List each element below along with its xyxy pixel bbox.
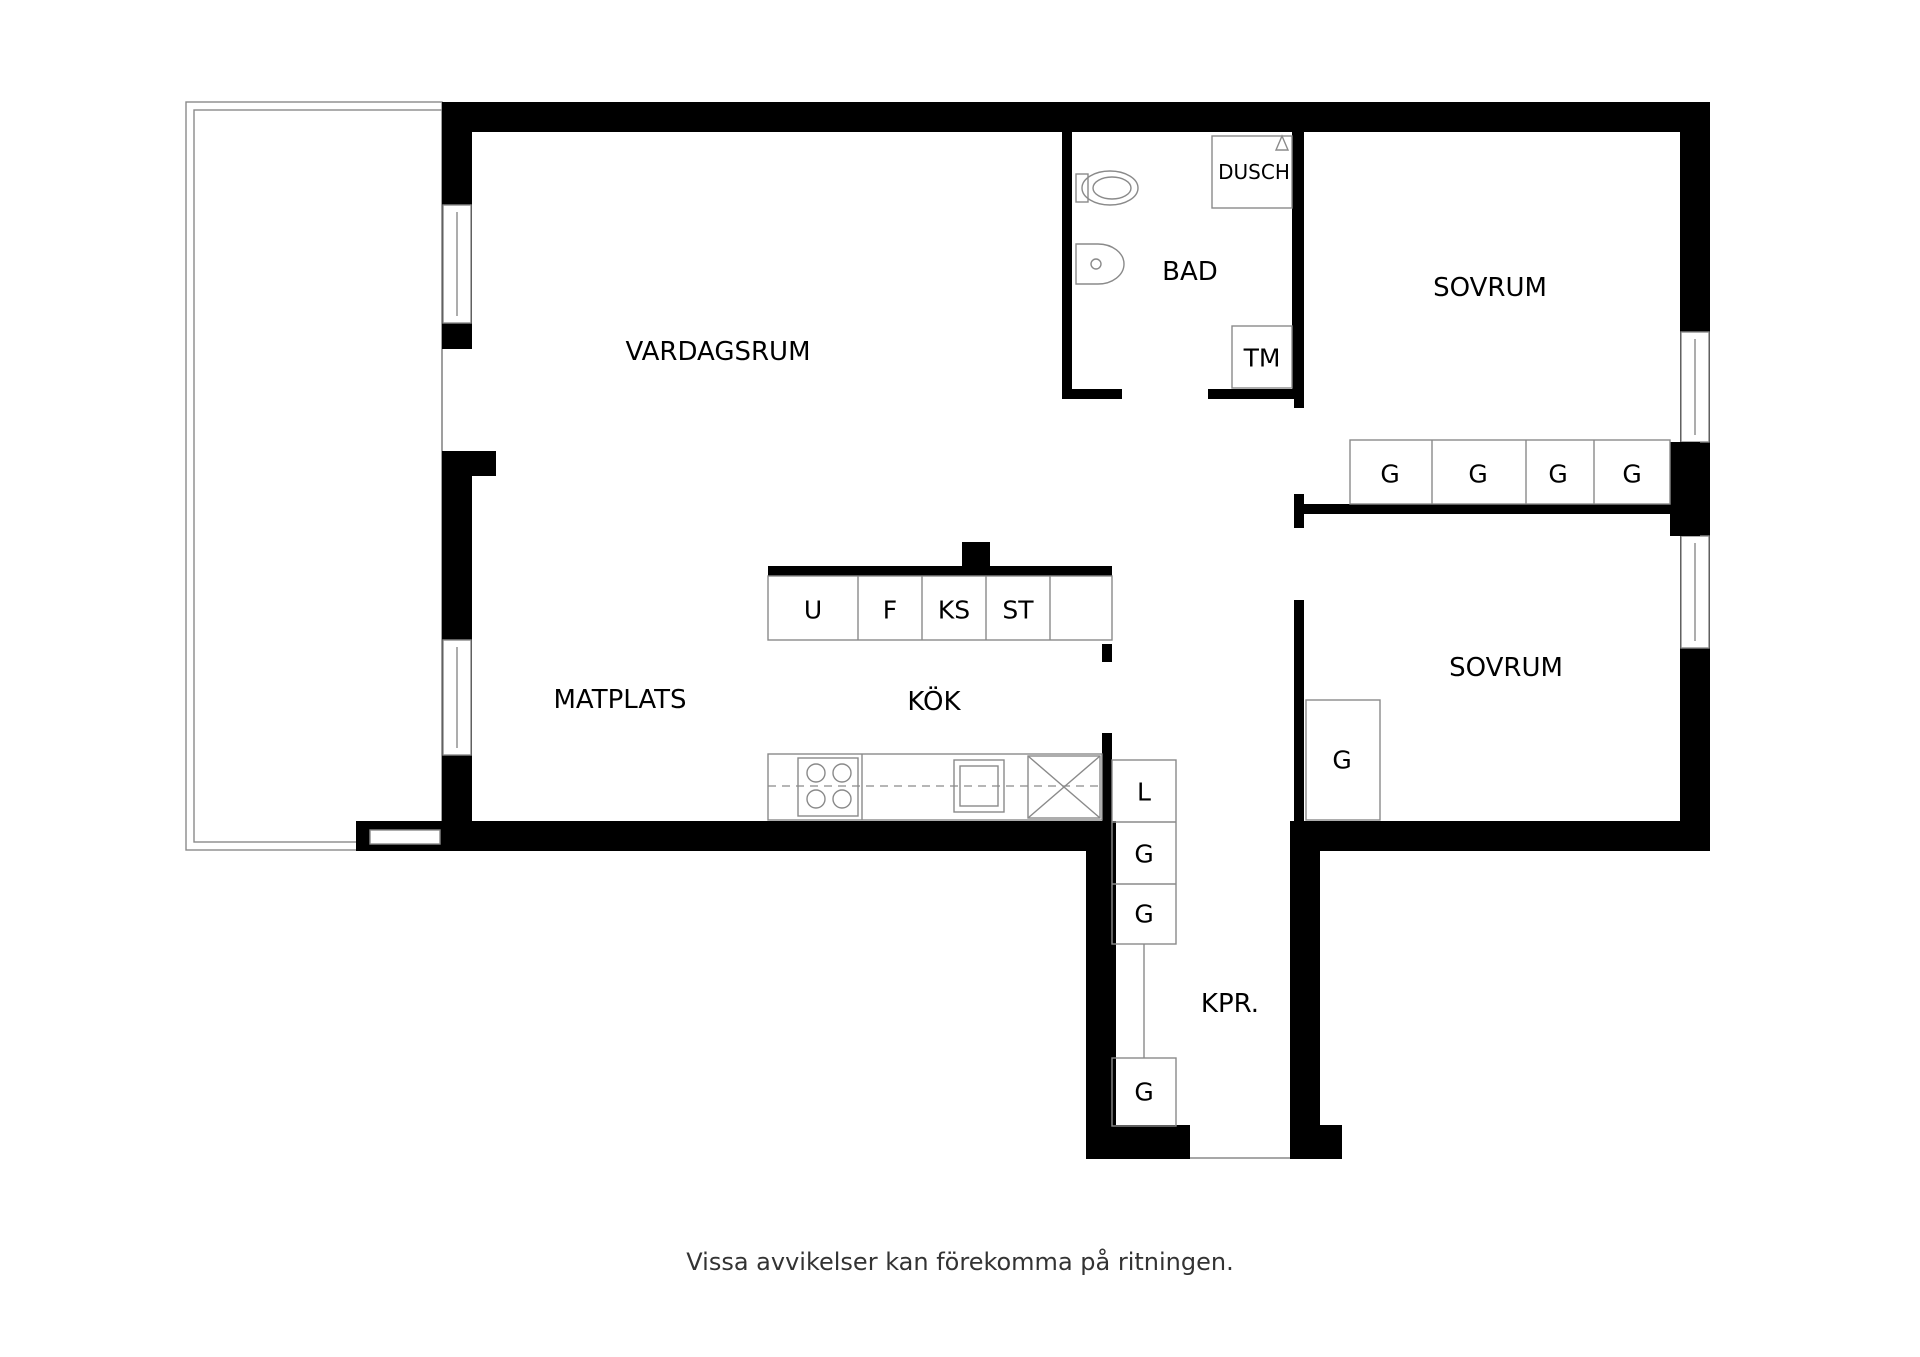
interior-walls	[768, 132, 1700, 833]
kitchen-label-u: U	[804, 596, 822, 625]
windows	[442, 204, 1710, 1159]
wardrobe-label-g: G	[1380, 460, 1399, 489]
room-label-kpr: KPR.	[1201, 989, 1259, 1019]
washing-machine-box	[1231, 325, 1293, 389]
kitchen-lower-counter	[767, 753, 1103, 821]
bathroom-fixtures	[1075, 134, 1293, 389]
wardrobe-label-g: G	[1468, 460, 1487, 489]
balcony-door	[369, 829, 441, 845]
hall-label-g: G	[1134, 900, 1153, 929]
disclaimer-note: Vissa avvikelser kan förekomma på ritnin…	[686, 1247, 1233, 1276]
kitchen-label-f: F	[883, 596, 897, 625]
kitchen-sink	[953, 759, 1005, 813]
fixture-label-dusch: DUSCH	[1218, 160, 1290, 184]
room-label-bad: BAD	[1162, 257, 1218, 287]
shower	[1211, 135, 1293, 209]
room-label-vardagsrum: VARDAGSRUM	[625, 337, 810, 367]
sink	[1075, 243, 1125, 285]
hall-label-g: G	[1134, 840, 1153, 869]
wardrobe-label-g: G	[1332, 746, 1351, 775]
dishwasher	[1027, 755, 1101, 819]
wardrobe-label-g: G	[1622, 460, 1641, 489]
toilet-bowl	[1081, 170, 1139, 206]
balcony	[185, 101, 443, 851]
fixture-label-tm: TM	[1243, 344, 1281, 373]
hall-label-g: G	[1134, 1078, 1153, 1107]
room-label-sovrum-1: SOVRUM	[1433, 273, 1547, 303]
hall-storage	[1111, 759, 1177, 1127]
room-label-matplats: MATPLATS	[554, 685, 687, 715]
kitchen-upper-counter	[767, 575, 1113, 641]
kitchen-label-st: ST	[1002, 596, 1034, 625]
room-label-sovrum-2: SOVRUM	[1449, 653, 1563, 683]
wardrobe-label-g: G	[1548, 460, 1567, 489]
bedroom-wardrobes	[1305, 439, 1671, 821]
kitchen-label-ks: KS	[938, 596, 970, 625]
toilet-tank	[1075, 173, 1089, 203]
hall-label-l: L	[1137, 778, 1151, 807]
stove	[797, 757, 859, 817]
exterior-walls	[356, 102, 1710, 1159]
room-label-kok: KÖK	[907, 685, 961, 717]
